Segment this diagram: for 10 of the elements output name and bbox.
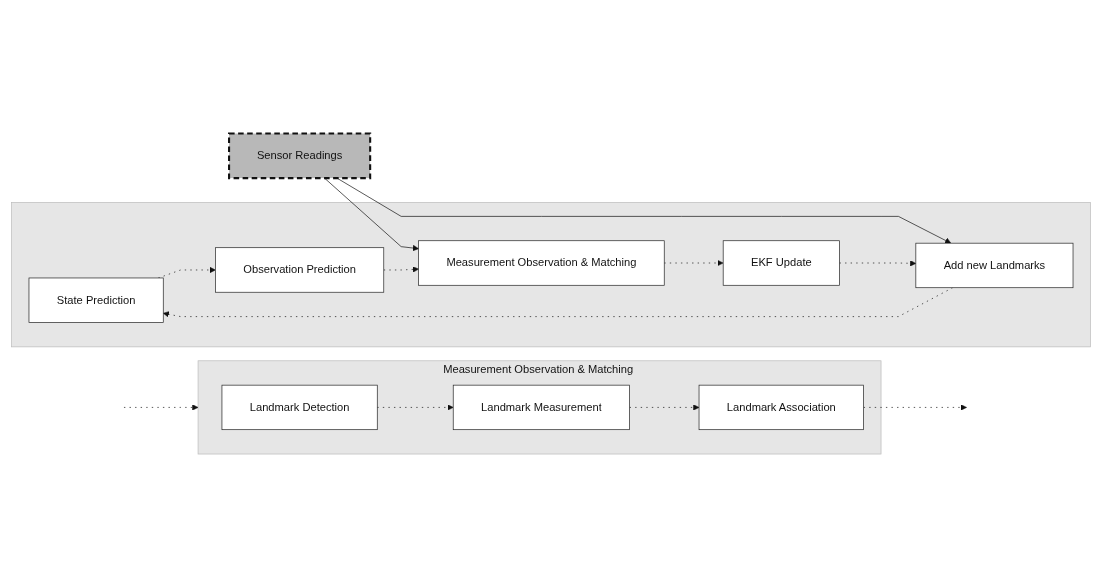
node-box: Landmark Detection (221, 384, 378, 431)
node-box: Add new Landmarks (915, 243, 1074, 289)
node-box: Landmark Measurement (452, 384, 630, 431)
node-box: Measurement Observation & Matching (418, 240, 665, 286)
cluster (11, 202, 1091, 348)
node-box: Sensor Readings (228, 132, 372, 180)
node-box: Landmark Association (698, 384, 864, 431)
node-box: EKF Update (722, 240, 840, 286)
node-box: State Prediction (28, 277, 164, 324)
node-box: Observation Prediction (215, 247, 385, 293)
